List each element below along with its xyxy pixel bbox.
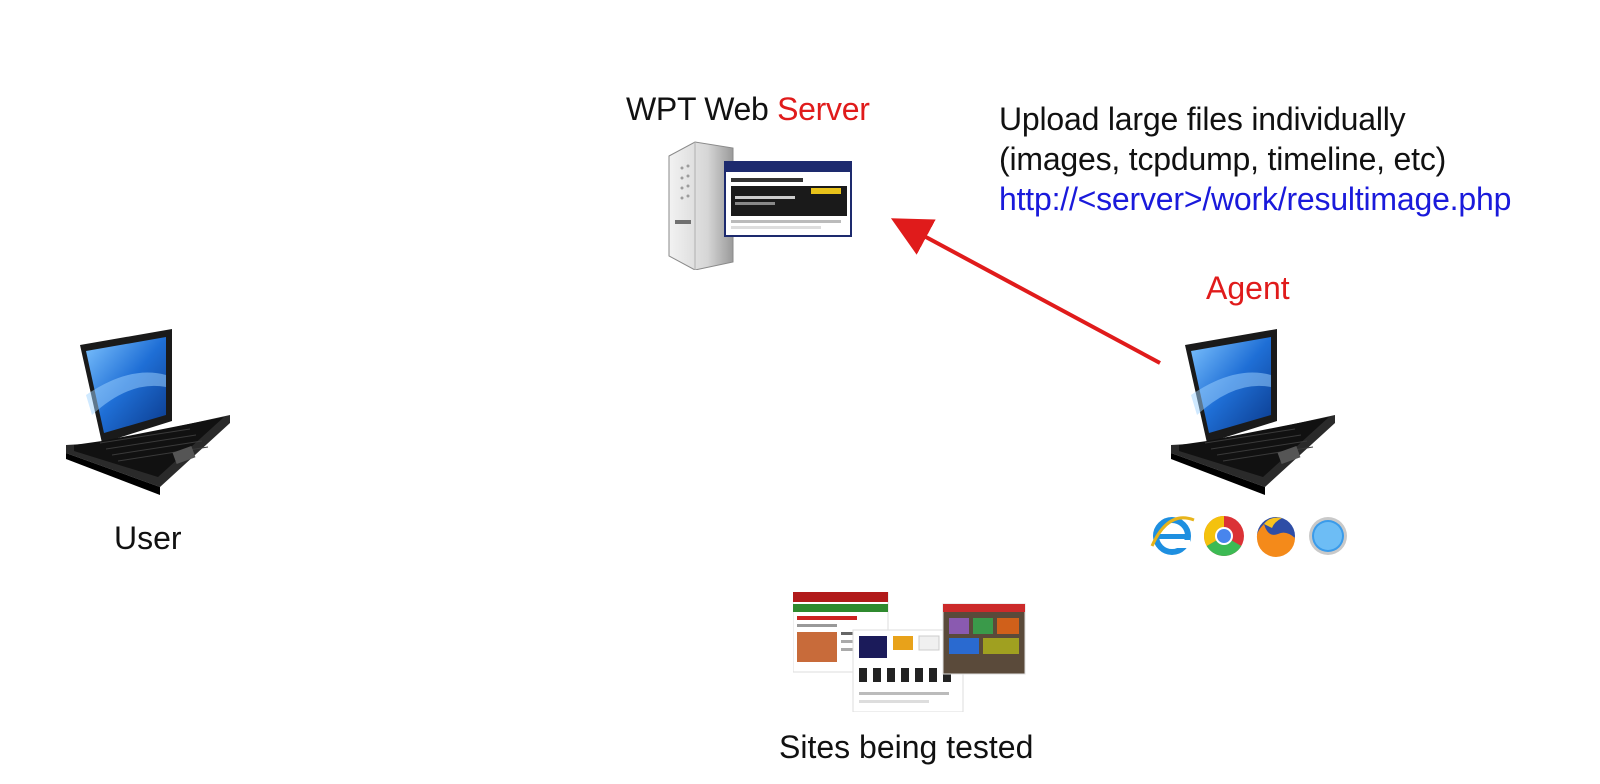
server-icon: [668, 141, 852, 270]
user-label: User: [114, 520, 182, 556]
note-line-1: Upload large files individually: [999, 101, 1406, 137]
server-title-prefix: WPT Web: [626, 91, 778, 127]
server-title-accent: Server: [777, 91, 870, 127]
upload-note: Upload large files individually (images,…: [999, 99, 1511, 219]
safari-icon: [1309, 517, 1347, 555]
agent-title: Agent: [1206, 270, 1290, 306]
sites-label: Sites being tested: [779, 729, 1034, 765]
server-title: WPT Web Server: [626, 91, 870, 128]
laptop-icon: [1171, 329, 1335, 495]
arrow-line: [890, 218, 1161, 365]
website-screenshots-icon: [793, 592, 1026, 712]
browser-icons: [1150, 516, 1347, 557]
chrome-icon: [1204, 516, 1244, 556]
laptop-icon: [66, 329, 230, 495]
internet-explorer-icon: [1150, 516, 1195, 555]
note-url: http://<server>/work/resultimage.php: [999, 181, 1512, 217]
note-line-2: (images, tcpdump, timeline, etc): [999, 141, 1447, 177]
firefox-icon: [1256, 517, 1295, 557]
